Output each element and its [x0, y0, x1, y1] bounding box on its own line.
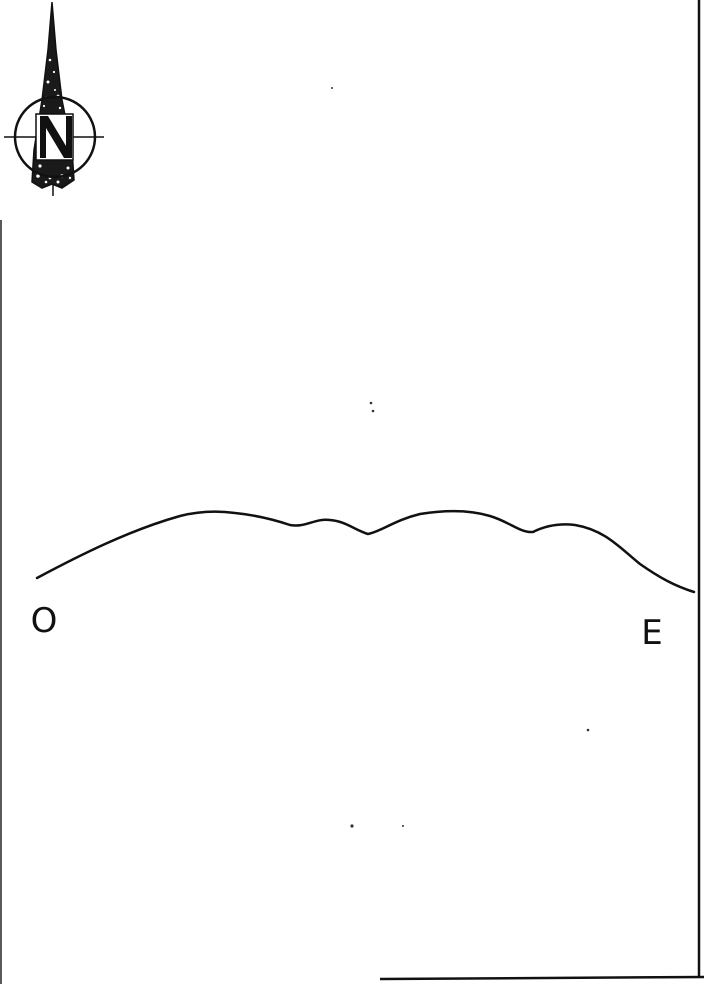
- scanner-specks: [331, 87, 589, 828]
- profile-label-right: E: [641, 613, 662, 653]
- north-arrow-compass-icon: N: [4, 2, 104, 196]
- profile-label-left: O: [31, 601, 58, 641]
- bottom-border-line: [380, 977, 704, 979]
- horizon-profile-line: [37, 511, 694, 592]
